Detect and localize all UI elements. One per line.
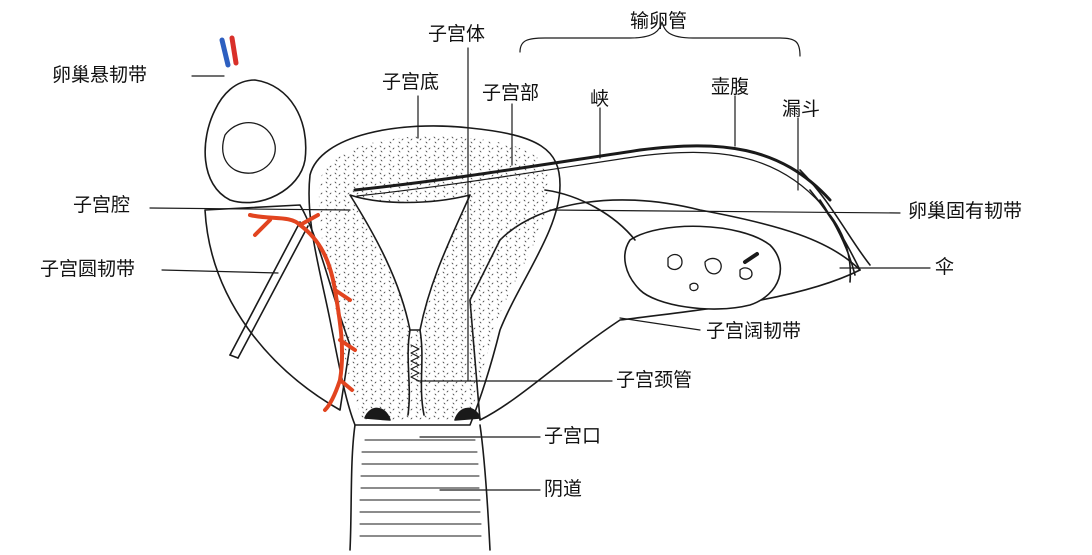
ovarian-ligament [544, 189, 636, 241]
round-ligament [229, 221, 309, 359]
label-ampulla: 壶腹 [711, 76, 750, 98]
label-uterine-cavity: 子宫腔 [73, 194, 131, 216]
fimbria [799, 169, 871, 283]
uterus-outline [308, 125, 561, 426]
label-isthmus: 峡 [590, 88, 610, 110]
label-fallopian-tube: 输卵管 [630, 10, 688, 32]
label-vagina: 阴道 [544, 478, 583, 500]
cervical-plicae [410, 344, 420, 382]
leader-lines [149, 21, 931, 491]
label-external-os: 子宫口 [544, 425, 602, 447]
ovary-right [624, 225, 782, 310]
label-cervical-canal: 子宫颈管 [616, 369, 693, 391]
label-uterine-body: 子宫体 [428, 23, 486, 45]
fallopian-tube [353, 144, 832, 202]
label-ovarian-suspensory-ligament: 卵巢悬韧带 [52, 64, 148, 86]
label-uterine-part: 子宫部 [482, 82, 540, 104]
label-fimbria: 伞 [935, 256, 955, 278]
ovarian-follicles [667, 253, 753, 292]
cervical-canal [407, 329, 425, 416]
label-infundibulum: 漏斗 [782, 98, 821, 120]
external-os [364, 407, 481, 421]
label-round-ligament: 子宫圆韧带 [40, 258, 136, 280]
uterine-cavity [349, 194, 471, 331]
ovarian-vessels-red [229, 35, 239, 66]
ovary-left [204, 79, 307, 204]
label-broad-ligament: 子宫阔韧带 [706, 320, 802, 342]
vaginal-rugae [359, 439, 482, 537]
uterine-artery [248, 213, 357, 412]
label-ovarian-ligament: 卵巢固有韧带 [908, 200, 1023, 222]
ovarian-vessels [219, 37, 231, 68]
label-uterine-fundus: 子宫底 [382, 71, 440, 93]
